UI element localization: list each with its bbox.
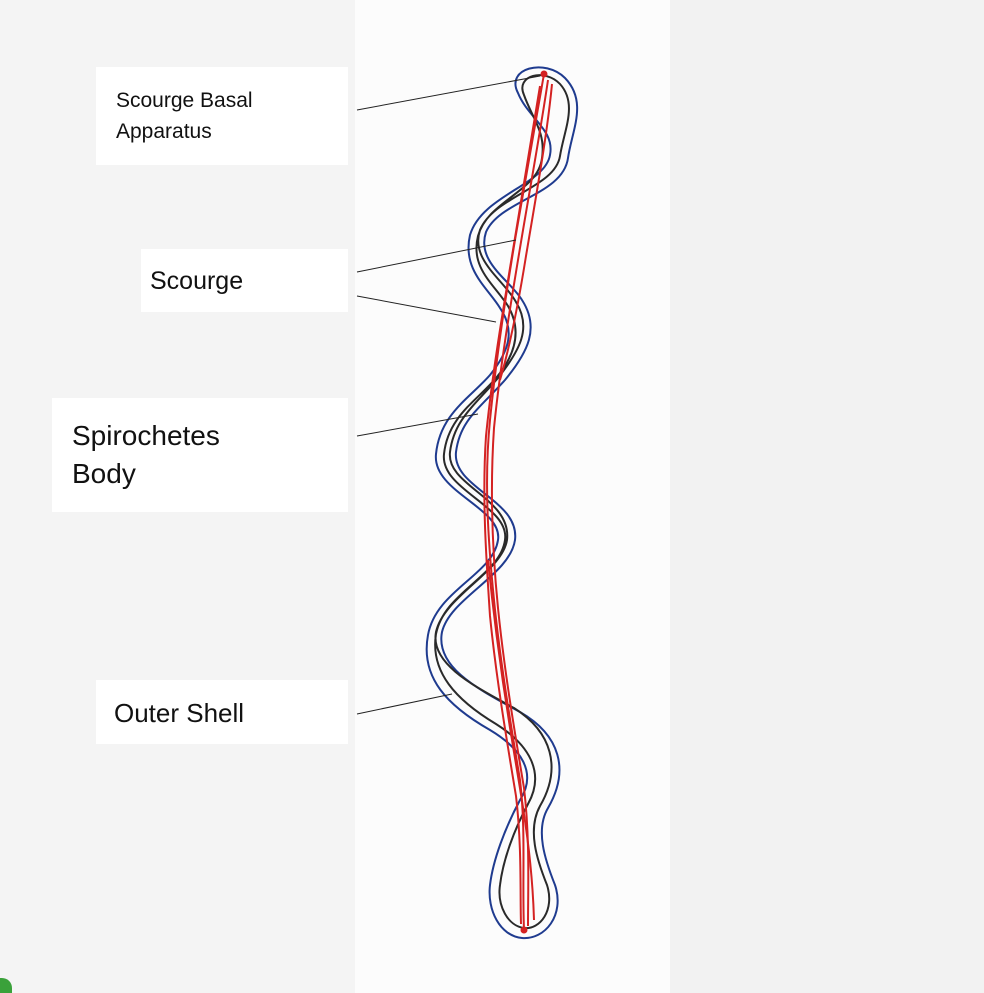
label-text: Body (72, 455, 348, 493)
label-text: Outer Shell (114, 698, 348, 728)
leader-line-basal (357, 76, 540, 110)
basal-body (522, 928, 527, 933)
leader-line-scourge-upper (357, 240, 516, 272)
label-scourge: Scourge (141, 249, 348, 312)
outer-shell-outline (427, 67, 578, 938)
body-outline (435, 75, 569, 928)
leader-line-shell (357, 694, 452, 714)
label-spirochetes-body: Spirochetes Body (52, 398, 348, 512)
scourge-filament (488, 560, 534, 920)
label-text: Scourge (150, 266, 348, 296)
label-text: Spirochetes (72, 417, 348, 455)
label-text: Scourge Basal (116, 85, 348, 116)
label-outer-shell: Outer Shell (96, 680, 348, 744)
label-text: Apparatus (116, 116, 348, 147)
basal-body (542, 72, 547, 77)
leader-line-scourge-lower (357, 296, 496, 322)
label-scourge-basal-apparatus: Scourge Basal Apparatus (96, 67, 348, 165)
